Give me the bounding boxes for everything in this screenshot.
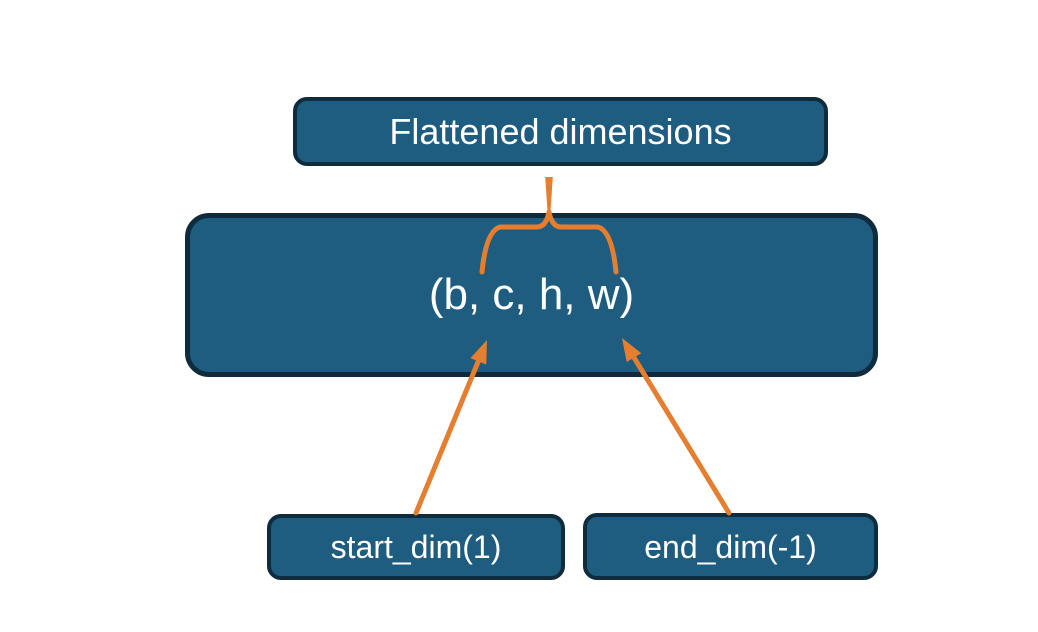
node-start-dim-label: start_dim(1) (330, 529, 502, 565)
node-start-dim: start_dim(1) (267, 514, 565, 580)
arrow-end-dim (631, 355, 732, 516)
node-tensor-shape: (b, c, h, w) (185, 213, 878, 377)
node-end-dim: end_dim(-1) (583, 513, 878, 580)
node-flattened-dimensions: Flattened dimensions (293, 97, 828, 166)
node-flattened-dimensions-label: Flattened dimensions (389, 110, 732, 152)
arrow-start-dim (413, 358, 481, 516)
node-tensor-shape-label: (b, c, h, w) (428, 270, 635, 319)
brace-stem (545, 177, 553, 214)
node-end-dim-label: end_dim(-1) (644, 528, 817, 565)
